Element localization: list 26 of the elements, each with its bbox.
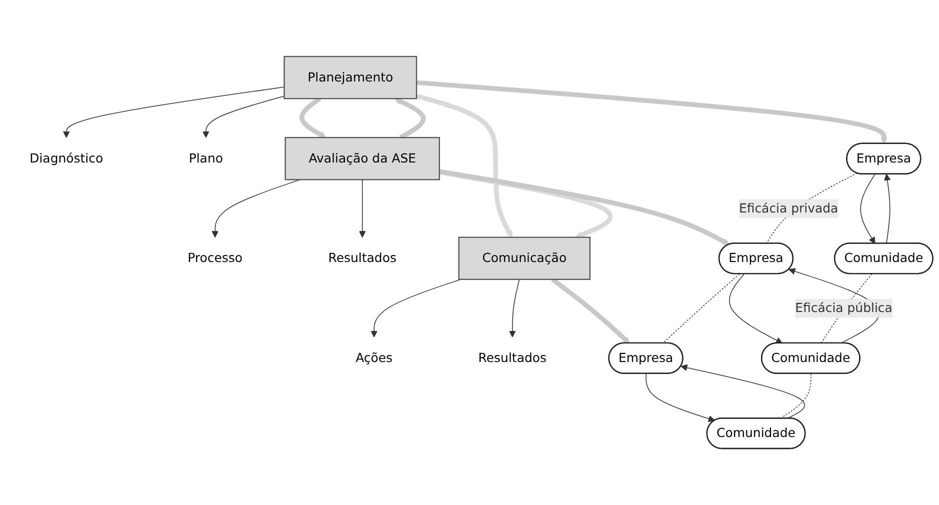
arrow [729,274,783,344]
node-box: Avaliação da ASE [284,136,440,180]
node-text: Resultados [478,350,546,366]
arrow [680,364,805,419]
arrow [439,169,730,246]
node-text: Diagnóstico [30,150,104,166]
arrow [646,373,716,422]
node-text: Resultados [328,250,396,266]
connector [662,274,740,344]
arrow [62,86,285,138]
arrow [508,279,520,338]
node-text: Plano [188,150,223,166]
node-text: Ações [356,350,393,366]
node-box: Planejamento [284,56,418,100]
arrow [551,278,630,344]
edge-label: Eficácia pública [795,300,892,316]
node-box: Comunicação [458,236,591,280]
arrow [860,174,876,244]
arrow [416,94,513,238]
node-text: Processo [188,250,243,266]
arrow [884,174,891,244]
edge-label: Eficácia privada [738,200,838,216]
arrow [358,179,366,238]
arrow [416,80,888,144]
arrow [370,279,462,338]
arrow [202,96,285,138]
